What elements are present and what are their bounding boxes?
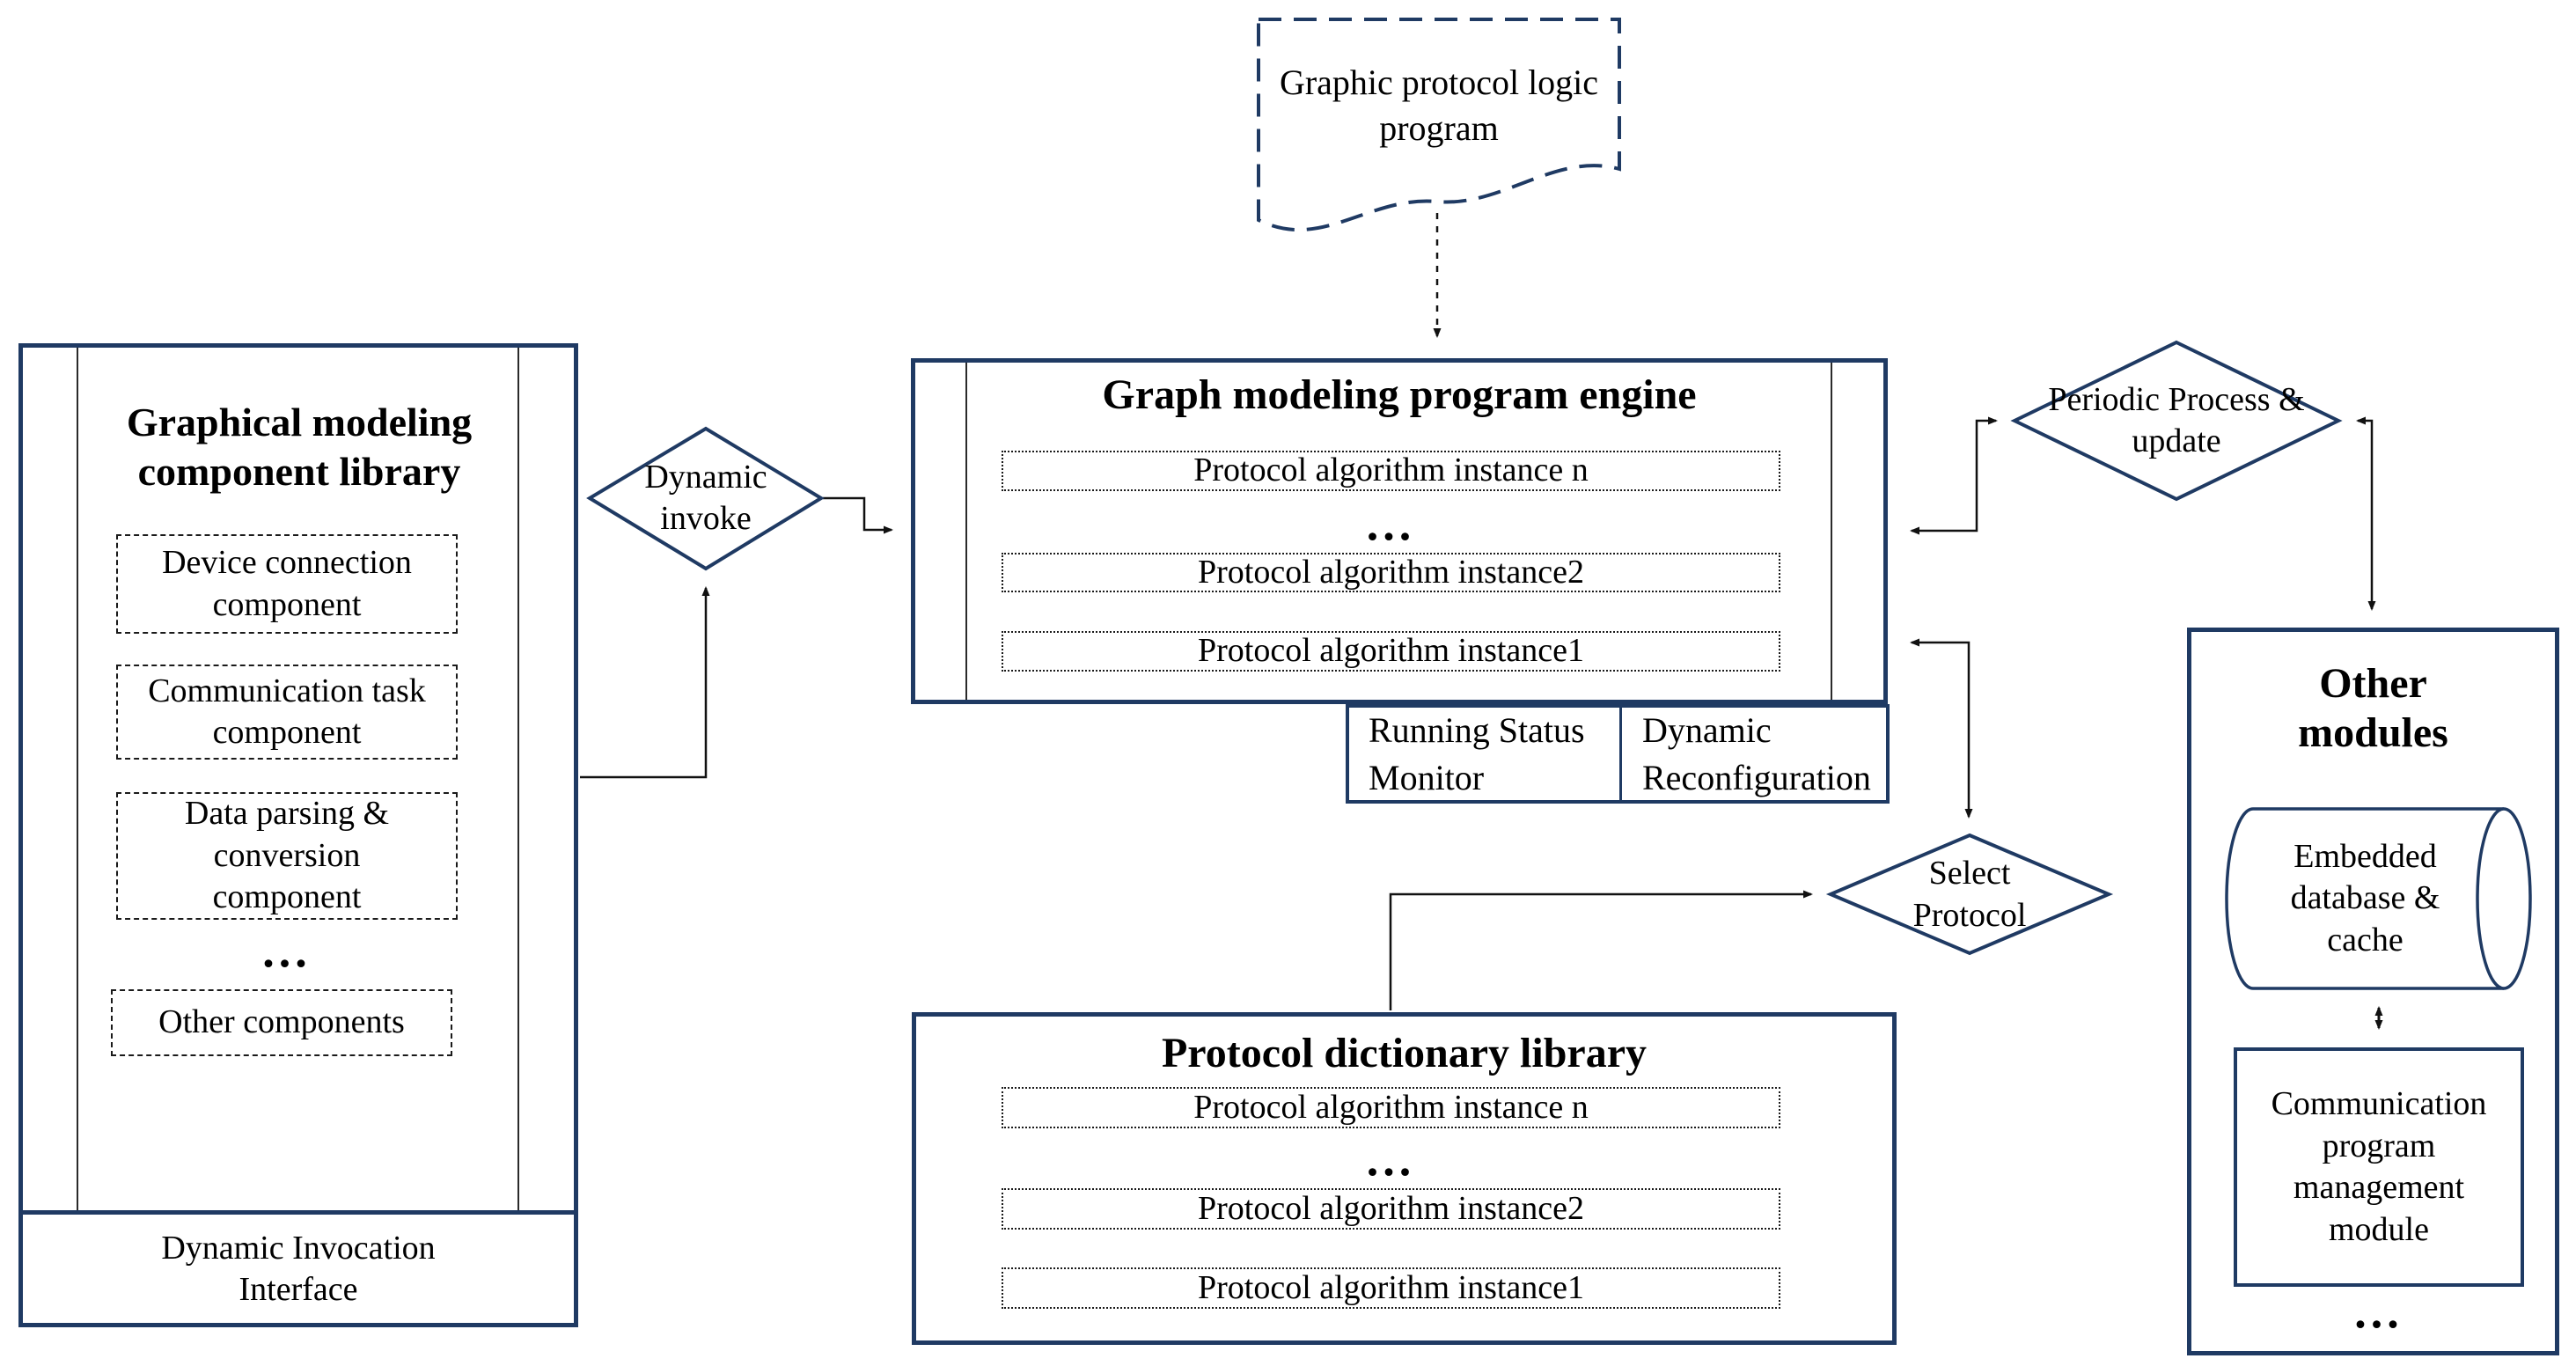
engine-instance-2: Protocol algorithm instance2 bbox=[1002, 553, 1780, 592]
library-component-other: Other components bbox=[111, 989, 452, 1056]
library-title: Graphical modeling component library bbox=[126, 400, 473, 494]
library-inner-line-left bbox=[77, 348, 78, 1210]
engine-inner-line-left bbox=[965, 363, 967, 700]
dictionary-instance-1: Protocol algorithm instance1 bbox=[1002, 1267, 1780, 1309]
arrow-periodic-othermodules bbox=[2356, 416, 2376, 611]
library-component-communication: Communication task component bbox=[116, 665, 458, 760]
dynamic-reconfiguration: Dynamic Reconfiguration bbox=[1642, 709, 1871, 797]
arrow-dictionary-to-select bbox=[1389, 890, 1813, 1010]
dictionary-title: Protocol dictionary library bbox=[1161, 1030, 1647, 1077]
engine-inner-line-right bbox=[1831, 363, 1832, 700]
engine-subrow-divider bbox=[1619, 704, 1622, 804]
dictionary-ellipsis: ... bbox=[1366, 1133, 1416, 1186]
engine-ellipsis: ... bbox=[1366, 497, 1416, 550]
comm-module-box: Communication program management module bbox=[2234, 1047, 2524, 1287]
running-status-monitor: Running Status Monitor bbox=[1369, 709, 1585, 797]
dictionary-box bbox=[912, 1012, 1897, 1345]
engine-title: Graph modeling program engine bbox=[1102, 371, 1697, 419]
dictionary-instance-n: Protocol algorithm instance n bbox=[1002, 1087, 1780, 1128]
engine-instance-n: Protocol algorithm instance n bbox=[1002, 451, 1780, 491]
database-label: Embedded database & cache bbox=[2290, 837, 2440, 958]
engine-subrow bbox=[1346, 704, 1890, 804]
dynamic-invoke-diamond bbox=[586, 426, 825, 571]
arrow-engine-selectprotocol bbox=[1910, 638, 1973, 819]
periodic-process-diamond bbox=[2010, 340, 2343, 502]
other-modules-ellipsis: ... bbox=[2354, 1285, 2404, 1338]
periodic-process-label: Periodic Process & update bbox=[2048, 380, 2305, 460]
other-modules-title: Other modules bbox=[2298, 660, 2448, 756]
library-inner-line-right bbox=[517, 348, 519, 1210]
library-ellipsis: ... bbox=[262, 924, 312, 977]
arrow-invoke-to-engine bbox=[823, 496, 893, 534]
document-shape bbox=[1257, 18, 1621, 231]
engine-box bbox=[911, 358, 1888, 704]
document-label: Graphic protocol logic program bbox=[1279, 62, 1599, 148]
dictionary-instance-2: Protocol algorithm instance2 bbox=[1002, 1188, 1780, 1230]
library-footer-label: Dynamic Invocation Interface bbox=[161, 1229, 436, 1309]
arrow-engine-periodic bbox=[1910, 416, 1998, 535]
library-footer-separator bbox=[18, 1210, 578, 1215]
other-modules-box bbox=[2187, 628, 2559, 1355]
library-component-dataparsing: Data parsing & conversion component bbox=[116, 792, 458, 920]
select-protocol-label: Select Protocol bbox=[1912, 855, 2027, 934]
library-component-device: Device connection component bbox=[116, 534, 458, 634]
database-cylinder bbox=[2225, 807, 2532, 990]
dynamic-invoke-label: Dynamic invoke bbox=[644, 458, 767, 538]
library-box bbox=[18, 343, 578, 1327]
engine-instance-1: Protocol algorithm instance1 bbox=[1002, 631, 1780, 672]
arrow-library-to-invoke bbox=[580, 586, 710, 779]
select-protocol-diamond bbox=[1825, 833, 2114, 956]
